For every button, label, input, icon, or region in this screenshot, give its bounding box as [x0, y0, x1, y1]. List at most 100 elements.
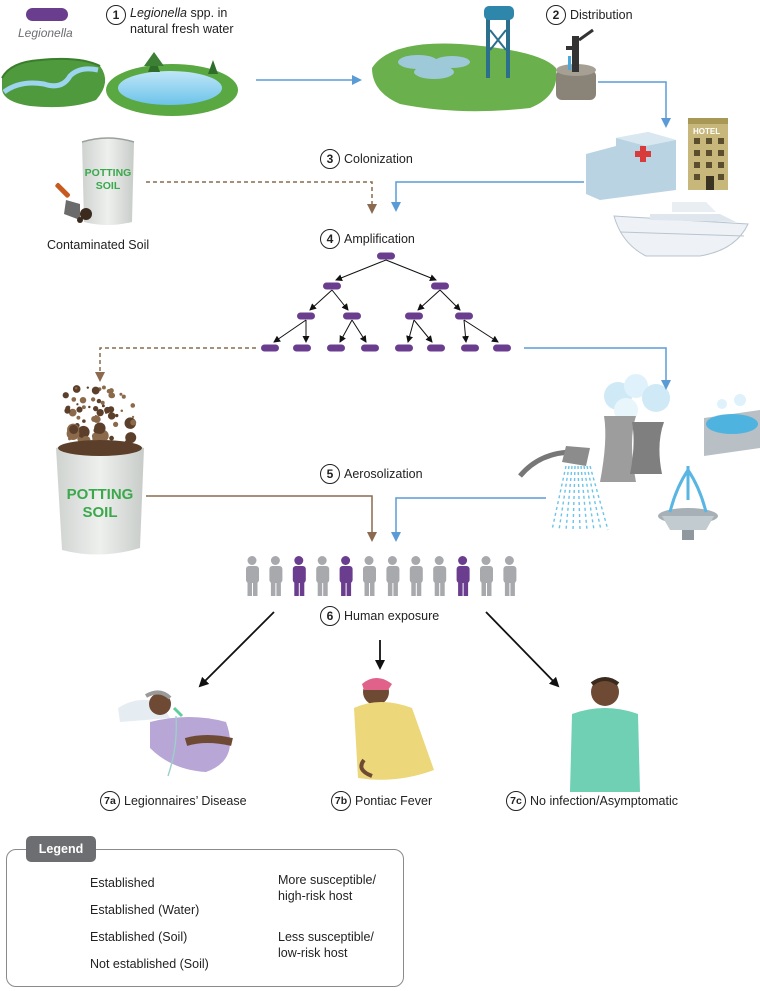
soil-particle — [104, 411, 108, 414]
bacterium-cell-icon — [461, 344, 479, 352]
amplification-division-arrow — [331, 289, 349, 311]
soil-particle — [90, 397, 96, 402]
legend-low-risk-label-1: Less susceptible/ — [278, 930, 374, 944]
step-5-label: Aerosolization — [344, 467, 423, 481]
soil-particle — [115, 413, 119, 418]
step-7b-label: Pontiac Fever — [355, 794, 433, 808]
soil-particle — [76, 406, 83, 413]
soil-particle — [108, 392, 115, 399]
cruise-ship-icon — [613, 202, 749, 257]
bacterium-cell-icon — [293, 344, 311, 352]
water-droplet-stream — [586, 465, 602, 531]
soil-particle — [130, 403, 136, 408]
legend-low-risk-label-2: low-risk host — [278, 946, 348, 960]
step-7a-badge: 7a — [100, 791, 120, 811]
step-7c-label: No infection/Asymptomatic — [530, 794, 678, 808]
step-1-label-line2: natural fresh water — [130, 22, 234, 36]
amplification-division-arrow — [463, 319, 499, 343]
low-risk-person-icon — [246, 556, 259, 596]
arrow-soil-to-aerosolization — [146, 495, 377, 542]
step-5-badge: 5 — [320, 464, 340, 484]
soil-particle — [81, 405, 86, 410]
potting-soil-small-line2: SOIL — [96, 180, 121, 192]
step-4-badge: 4 — [320, 229, 340, 249]
soil-particle — [74, 386, 78, 390]
water-pump-icon — [556, 28, 596, 100]
soil-particle — [82, 419, 86, 423]
arrow-amplification-to-soil — [95, 347, 256, 382]
shower-head-icon — [518, 446, 590, 478]
soil-particle — [107, 406, 115, 413]
water-droplet-stream — [565, 465, 573, 531]
water-treatment-plant-icon — [372, 6, 557, 112]
amplification-division-arrow — [413, 319, 433, 343]
bacterium-cell-icon — [493, 344, 511, 352]
legend-not-established-label: Not established (Soil) — [90, 957, 209, 971]
soil-particle — [91, 386, 100, 395]
amplification-division-arrow — [417, 289, 441, 311]
amplification-division-arrow — [439, 289, 461, 311]
high-risk-person-icon — [456, 556, 470, 596]
water-droplet-stream — [583, 465, 595, 531]
bacterium-cell-icon — [361, 344, 379, 352]
water-droplet-stream — [577, 465, 581, 531]
step-7b-badge: 7b — [331, 791, 351, 811]
hospital-patient-icon — [118, 690, 233, 777]
bacterium-cell-icon — [323, 282, 341, 290]
arrow-buildings-to-colonization — [391, 181, 584, 212]
bacterium-cell-icon — [455, 312, 473, 320]
pontiac-fever-patient-icon — [354, 678, 434, 780]
legend-soil-label: Established (Soil) — [90, 930, 188, 944]
bacterium-cell-icon — [261, 344, 279, 352]
soil-particle — [76, 403, 79, 406]
water-droplet-stream — [589, 465, 609, 531]
water-droplet-stream — [572, 465, 576, 531]
legend-title: Legend — [26, 836, 96, 862]
bacterium-cell-icon — [297, 312, 315, 320]
soil-particle — [79, 396, 87, 404]
low-risk-person-icon — [316, 556, 330, 596]
step-3-badge: 3 — [320, 149, 340, 169]
low-risk-person-icon — [363, 556, 376, 596]
legend-established-label: Established — [90, 876, 155, 890]
soil-particle — [101, 385, 106, 390]
soil-particle — [100, 400, 105, 405]
amplification-division-arrow — [339, 319, 353, 343]
low-risk-person-icon — [409, 556, 423, 596]
low-risk-person-icon — [386, 556, 400, 596]
amplification-division-arrow — [461, 319, 469, 343]
bacterium-cell-icon — [377, 252, 395, 260]
amplification-division-arrow — [385, 259, 437, 282]
legend-high-risk-label-2: high-risk host — [278, 889, 353, 903]
fountain-icon — [658, 466, 718, 540]
low-risk-person-icon — [433, 556, 447, 596]
step-3-label: Colonization — [344, 152, 413, 166]
soil-particle — [68, 408, 77, 417]
potting-soil-large-line2: SOIL — [82, 504, 117, 521]
step-2-label: Distribution — [570, 8, 633, 22]
arrow-exposure-to-7c — [485, 611, 560, 688]
contaminated-soil-label: Contaminated Soil — [47, 238, 150, 252]
step-6-label: Human exposure — [344, 609, 440, 623]
bacterium-cell-icon — [343, 312, 361, 320]
hotel-icon — [688, 118, 728, 190]
soil-particle — [94, 422, 106, 434]
soil-particle — [106, 388, 112, 394]
potting-soil-small-line1: POTTING — [85, 167, 132, 179]
bacterium-icon — [26, 8, 68, 21]
potting-soil-bag-large-icon — [56, 440, 144, 555]
healthy-person-icon — [570, 677, 640, 792]
pond-icon — [106, 52, 238, 116]
soil-particle — [77, 425, 90, 439]
low-risk-person-icon — [480, 556, 493, 596]
arrow-exposure-to-7a — [198, 611, 275, 688]
soil-particle — [113, 421, 119, 427]
soil-particle — [76, 415, 81, 420]
soil-particle — [96, 398, 102, 404]
soil-particle — [93, 415, 101, 423]
step-7a-label: Legionnaires’ Disease — [124, 794, 247, 808]
flow-arrows — [95, 75, 671, 688]
bacterium-cell-icon — [431, 282, 449, 290]
soil-particle — [86, 386, 89, 389]
